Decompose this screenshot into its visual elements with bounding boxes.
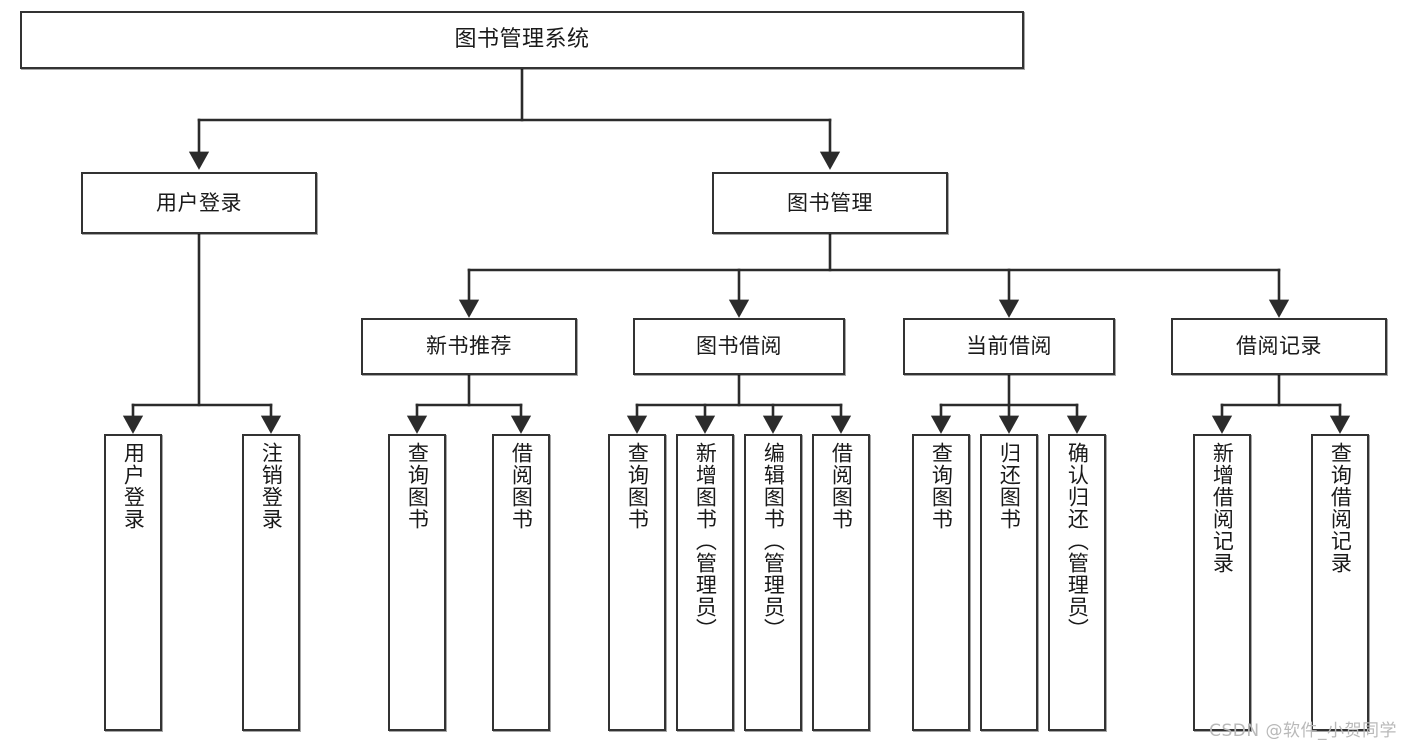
node-borrow-records[interactable]: 借阅记录 [1171,318,1387,375]
node-leaf-edit-book-admin[interactable]: 编辑图书（管理员） [744,434,802,731]
node-label: 图书管理 [787,190,873,215]
node-label: 新增图书（管理员） [693,442,718,640]
node-label: 注销登录 [259,442,284,530]
node-label: 图书借阅 [696,334,782,359]
node-label: 确认归还（管理员） [1065,442,1090,640]
node-user-login[interactable]: 用户登录 [81,172,317,234]
node-leaf-user-login[interactable]: 用户登录 [104,434,162,731]
node-label: 查询借阅记录 [1328,442,1353,574]
node-label: 编辑图书（管理员） [761,442,786,640]
node-label: 新书推荐 [426,334,512,359]
node-leaf-return-book[interactable]: 归还图书 [980,434,1038,731]
node-book-borrow[interactable]: 图书借阅 [633,318,845,375]
node-label: 归还图书 [997,442,1022,530]
node-label: 借阅图书 [829,442,854,530]
node-leaf-add-borrow-record[interactable]: 新增借阅记录 [1193,434,1251,731]
node-label: 查询图书 [625,442,650,530]
node-leaf-borrow-book-recommend[interactable]: 借阅图书 [492,434,550,731]
node-book-management[interactable]: 图书管理 [712,172,948,234]
node-label: 图书管理系统 [454,27,590,53]
node-label: 查询图书 [405,442,430,530]
node-leaf-query-borrow-record[interactable]: 查询借阅记录 [1311,434,1369,731]
node-leaf-query-book[interactable]: 查询图书 [608,434,666,731]
node-label: 当前借阅 [966,334,1052,359]
node-label: 查询图书 [929,442,954,530]
node-label: 新增借阅记录 [1210,442,1235,574]
node-leaf-add-book-admin[interactable]: 新增图书（管理员） [676,434,734,731]
node-leaf-query-book-current[interactable]: 查询图书 [912,434,970,731]
node-label: 借阅图书 [509,442,534,530]
node-label: 用户登录 [156,190,242,215]
node-label: 用户登录 [121,442,146,530]
node-leaf-query-book-recommend[interactable]: 查询图书 [388,434,446,731]
node-leaf-borrow-book[interactable]: 借阅图书 [812,434,870,731]
node-leaf-logout[interactable]: 注销登录 [242,434,300,731]
node-new-book-recommend[interactable]: 新书推荐 [361,318,577,375]
node-current-borrow[interactable]: 当前借阅 [903,318,1115,375]
node-root-system[interactable]: 图书管理系统 [20,11,1024,69]
watermark: CSDN @软件_小贺同学 [1209,721,1397,741]
node-leaf-confirm-return-admin[interactable]: 确认归还（管理员） [1048,434,1106,731]
node-label: 借阅记录 [1236,334,1322,359]
